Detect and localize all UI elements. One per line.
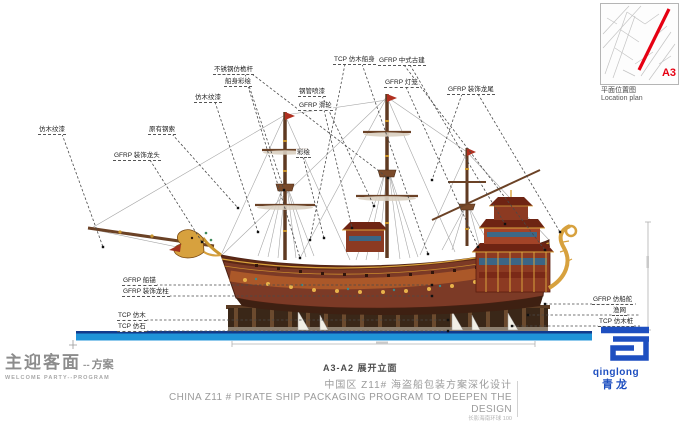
leader-target-dot: [101, 245, 105, 249]
callout-label: TCP 仿木桩: [598, 318, 635, 327]
inset-caption: 平面位置图 Location plan: [601, 87, 643, 103]
leader-target-dot: [282, 188, 286, 192]
leader-target-dot: [372, 204, 376, 208]
leader-target-dot: [430, 294, 434, 298]
leader-target-dot: [543, 302, 547, 306]
stern-dragon-tail: [547, 224, 578, 290]
inset-marker-a3: A3: [661, 67, 676, 79]
callout-label: GFRP 中式古建: [378, 57, 426, 66]
section-suffix: 方案: [91, 359, 114, 371]
leader-line: [214, 101, 259, 233]
inset-caption-zh: 平面位置图: [601, 87, 636, 94]
leader-target-dot: [430, 283, 434, 287]
leader-target-dot: [503, 222, 507, 226]
leader-target-dot: [430, 178, 434, 182]
leader-line: [149, 159, 203, 243]
leader-target-dot: [298, 256, 302, 260]
callout-label: GFRP 仿船舵: [592, 296, 634, 305]
project-subtitle-zh: 长影海南环球 100: [468, 416, 512, 422]
callout-label: TCP 仿木船身: [333, 56, 376, 65]
leader-target-dot: [510, 324, 514, 328]
callout-label: 彩绘: [296, 149, 311, 158]
stern-castle-pagoda: [342, 190, 554, 293]
callout-label: TCP 仿木: [117, 312, 147, 321]
callout-label: TCP 仿石: [117, 323, 147, 332]
callout-label: GFRP 装饰龙头: [113, 152, 161, 161]
callout-label: GFRP 船锚: [122, 277, 157, 286]
leader-line: [409, 64, 506, 225]
leader-line: [247, 85, 301, 259]
project-title-block: 中国区 Z11# 海盗船包装方案深化设计 CHINA Z11 # PIRATE …: [140, 380, 512, 422]
leader-target-dot: [386, 176, 390, 180]
leader-line: [323, 109, 353, 229]
leader-line: [244, 73, 285, 191]
qinglong-logo: qinglong 青龙: [580, 326, 652, 392]
callout-label: 钢管喷漆: [298, 88, 326, 97]
callout-label: GFRP 装饰龙柱: [122, 288, 170, 297]
leader-target-dot: [308, 238, 312, 242]
leader-target-dot: [322, 236, 326, 240]
logo-name-latin: qinglong: [592, 367, 640, 378]
project-title-en: CHINA Z11 # PIRATE SHIP PACKAGING PROGRA…: [168, 392, 512, 415]
logo-name-zh: 青龙: [602, 379, 630, 391]
leader-line: [361, 63, 429, 255]
leader-target-dot: [256, 230, 260, 234]
callout-label: GFRP 装饰龙尾: [447, 86, 495, 95]
leader-target-dot: [350, 226, 354, 230]
callout-label: GFRP 滑轮: [298, 102, 333, 111]
title-block-divider: [517, 381, 518, 417]
leader-target-dot: [426, 252, 430, 256]
callout-label: 渔网: [612, 307, 627, 316]
callout-label: GFRP 灯笼: [384, 79, 419, 88]
ship-rigging: [89, 96, 550, 263]
leader-line: [309, 63, 346, 241]
leader-line: [171, 133, 239, 209]
section-title-zh: 主迎客面: [5, 353, 81, 372]
inset-caption-en: Location plan: [601, 95, 643, 102]
callout-label: 仿木纹漆: [194, 94, 222, 103]
waterline: [69, 331, 592, 349]
leader-target-dot: [446, 318, 450, 322]
section-title-block: 主迎客面--方案 WELCOME PARTY--PROGRAM: [5, 348, 114, 381]
leader-line: [431, 93, 463, 181]
location-plan-map: [602, 5, 676, 81]
callout-label: 船身彩绘: [224, 78, 252, 87]
leader-line: [321, 95, 375, 207]
leader-target-dot: [236, 206, 240, 210]
leader-target-dot: [446, 329, 450, 333]
small-boat-sails: [297, 310, 519, 331]
leader-line: [61, 133, 104, 248]
leader-line: [405, 86, 479, 248]
section-title-en: WELCOME PARTY--PROGRAM: [5, 375, 110, 381]
project-title-zh: 中国区 Z11# 海盗船包装方案深化设计: [324, 380, 512, 391]
leader-line: [251, 73, 389, 179]
horizontal-dimension-line: [231, 341, 536, 347]
leader-target-dot: [558, 230, 562, 234]
elevation-label: A3-A2 展开立面: [323, 363, 398, 373]
callout-label: 不锈钢仿桅杆: [213, 66, 254, 75]
leader-target-dot: [476, 245, 480, 249]
section-separator: --: [83, 360, 90, 371]
qinglong-logo-emblem: [601, 326, 649, 361]
leader-target-dot: [200, 240, 204, 244]
bow-dragon-head: [87, 226, 222, 259]
leader-target-dot: [526, 313, 530, 317]
location-plan-inset: A3: [600, 3, 679, 85]
leader-line: [477, 93, 561, 233]
leader-line: [403, 64, 546, 251]
callout-label: 仿木纹漆: [38, 126, 66, 135]
leader-target-dot: [543, 248, 547, 252]
callout-label: 原有钢索: [148, 126, 176, 135]
leader-line: [302, 156, 325, 239]
